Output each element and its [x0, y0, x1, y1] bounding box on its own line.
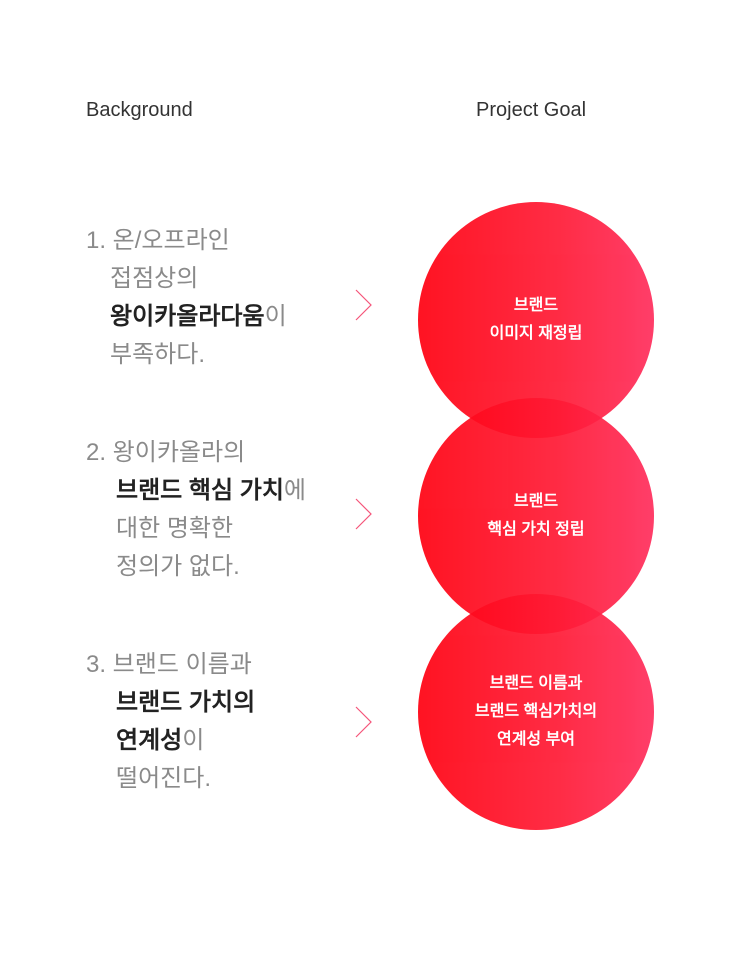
- background-line: 브랜드 핵심 가치에: [86, 472, 306, 510]
- line-text: 접점상의: [110, 265, 199, 292]
- line-text: 1. 온/오프라인: [86, 227, 230, 254]
- line-text: 2. 왕이카올라의: [86, 439, 246, 466]
- background-line: 떨어진다.: [86, 760, 255, 798]
- highlight-text: 왕이카올라다움: [110, 303, 265, 330]
- line-text: 부족하다.: [110, 341, 205, 368]
- background-line: 2. 왕이카올라의: [86, 434, 306, 472]
- chevron-right-icon: [355, 706, 372, 738]
- goal-text: 브랜드 핵심가치의: [474, 703, 598, 720]
- goal-text: 브랜드: [513, 493, 559, 510]
- highlight-text: 연계성: [116, 727, 183, 754]
- background-line: 접점상의: [86, 260, 287, 298]
- chevron-right-icon: [355, 498, 372, 530]
- background-line: 왕이카올라다움이: [86, 298, 287, 336]
- background-line: 연계성이: [86, 722, 255, 760]
- line-text: 이: [264, 303, 287, 330]
- highlight-text: 브랜드 핵심 가치: [116, 477, 284, 504]
- line-text: 3. 브랜드 이름과: [86, 651, 252, 678]
- background-line: 정의가 없다.: [86, 548, 306, 586]
- background-heading: Background: [86, 99, 193, 121]
- goal-text: 핵심 가치 정립: [487, 521, 585, 538]
- goal-text: 이미지 재정립: [489, 325, 583, 342]
- line-text: 이: [182, 727, 205, 754]
- line-text: 정의가 없다.: [116, 553, 240, 580]
- background-line: 부족하다.: [86, 336, 287, 374]
- goal-text: 브랜드: [513, 297, 559, 314]
- line-text: 대한 명확한: [116, 515, 234, 542]
- line-text: 에: [283, 477, 306, 504]
- project-goal-heading: Project Goal: [476, 99, 587, 121]
- highlight-text: 브랜드 가치의: [116, 689, 256, 716]
- background-line: 대한 명확한: [86, 510, 306, 548]
- chevron-right-icon: [355, 289, 372, 321]
- background-line: 브랜드 가치의: [86, 684, 255, 722]
- background-line: 3. 브랜드 이름과: [86, 646, 255, 684]
- goal-text: 브랜드 이름과: [489, 675, 583, 692]
- goal-text: 연계성 부여: [496, 731, 576, 748]
- line-text: 떨어진다.: [116, 765, 211, 792]
- background-line: 1. 온/오프라인: [86, 222, 287, 260]
